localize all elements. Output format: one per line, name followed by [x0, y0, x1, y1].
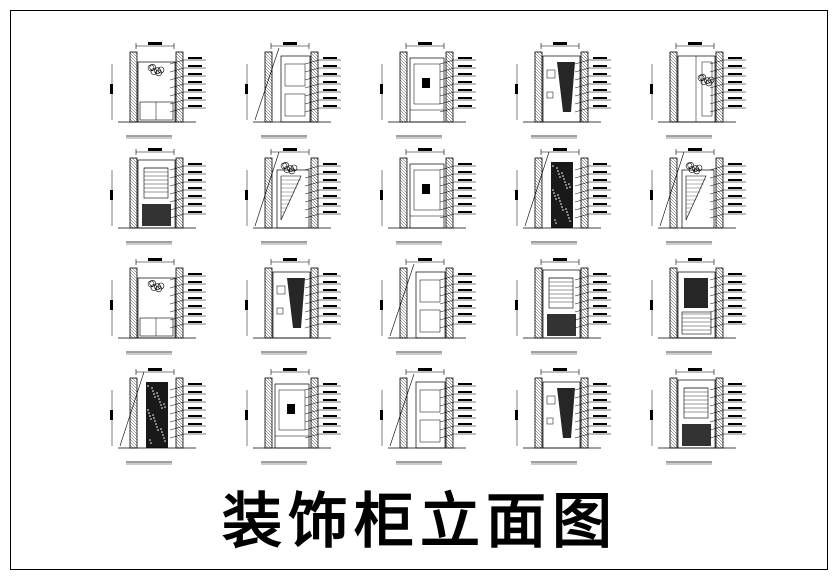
- elevation-sketch: [650, 368, 746, 465]
- cabinet-elevation-drawing: [505, 146, 645, 258]
- cabinet-elevation-drawing: [370, 40, 510, 152]
- sheet-title: 装饰柜立面图: [222, 487, 618, 557]
- cabinet-elevation-drawing: [505, 256, 645, 368]
- elevation-sketch: [380, 42, 476, 139]
- elevation-sketch: [380, 148, 476, 245]
- elevation-sketch: [515, 368, 611, 465]
- cabinet-elevation-drawing: [370, 256, 510, 368]
- elevation-sketch: [245, 258, 341, 355]
- elevation-sketch: [515, 258, 611, 355]
- cabinet-elevation-drawing: [640, 40, 780, 152]
- elevation-sketch: [380, 368, 476, 465]
- cabinet-elevation-drawing: [100, 256, 240, 368]
- cabinet-elevation-drawing: [235, 146, 375, 258]
- elevation-sketch: [110, 42, 206, 139]
- cabinet-elevation-drawing: [505, 40, 645, 152]
- cabinet-elevation-drawing: [100, 366, 240, 478]
- cabinet-elevation-drawing: [640, 256, 780, 368]
- sheet-border: [10, 10, 828, 570]
- elevation-sketch: [650, 258, 746, 355]
- elevation-sketch: [245, 42, 341, 139]
- cabinet-elevation-drawing: [640, 146, 780, 258]
- elevation-sketch: [110, 148, 206, 245]
- cabinet-elevation-drawing: [235, 40, 375, 152]
- cabinet-elevation-drawing: [100, 40, 240, 152]
- cabinet-elevation-drawing: [100, 146, 240, 258]
- elevation-sketch: [245, 368, 341, 465]
- cabinet-elevation-drawing: [640, 366, 780, 478]
- cabinet-elevation-drawing: [370, 366, 510, 478]
- elevation-sketch: [110, 258, 206, 355]
- elevation-sketch: [650, 42, 746, 139]
- cabinet-elevation-drawing: [370, 146, 510, 258]
- cabinet-elevation-drawing: [505, 366, 645, 478]
- elevation-sketch: [110, 368, 206, 465]
- elevation-sketch: [380, 258, 476, 355]
- cabinet-elevation-drawing: [235, 366, 375, 478]
- elevation-sketch: [245, 148, 341, 245]
- elevation-sketch: [515, 42, 611, 139]
- cabinet-elevation-drawing: [235, 256, 375, 368]
- elevation-sketch: [515, 148, 611, 245]
- elevation-sketch: [650, 148, 746, 245]
